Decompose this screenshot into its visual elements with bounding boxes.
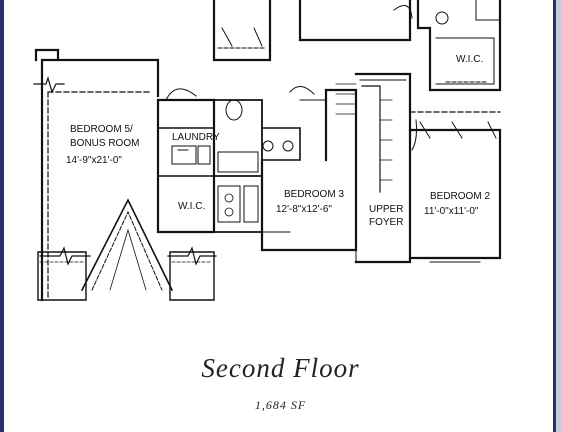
wall-top-left [212, 0, 272, 62]
bedroom2-label: BEDROOM 2 [430, 191, 490, 202]
floor-title: Second Floor [201, 353, 360, 383]
wic-right-label: W.I.C. [456, 54, 483, 65]
page-border-left [0, 0, 4, 432]
wic-left-label: W.I.C. [178, 201, 205, 212]
laundry-label: LAUNDRY [172, 132, 220, 143]
wall-laundry [156, 98, 216, 234]
floor-area: 1,684 SF [254, 398, 307, 412]
wall-bedroom3 [260, 88, 358, 252]
bedroom3-label: BEDROOM 3 [284, 189, 344, 200]
bedroom2-dimensions: 11'-0"x11'-0" [424, 206, 479, 217]
wall-bedroom5 [34, 48, 160, 302]
wall-wic-right [416, 0, 502, 92]
bedroom3-dimensions: 12'-8"x12'-6" [276, 204, 332, 215]
foyer-label-line1: UPPER [369, 204, 403, 215]
bedroom5-dimensions: 14'-9"x21'-0" [66, 155, 122, 166]
wall-bath [213, 99, 263, 233]
page-border-right [553, 0, 556, 432]
wall-top-mid [298, 0, 412, 42]
foyer-label-line2: FOYER [369, 217, 403, 228]
bedroom5-label-line2: BONUS ROOM [70, 138, 139, 149]
dormer-roof [80, 198, 174, 292]
page-border-shadow [556, 0, 561, 432]
bedroom5-label-line1: BEDROOM 5/ [70, 124, 133, 135]
wall-foyer [354, 72, 412, 264]
wall-bedroom5-inner [47, 91, 153, 301]
